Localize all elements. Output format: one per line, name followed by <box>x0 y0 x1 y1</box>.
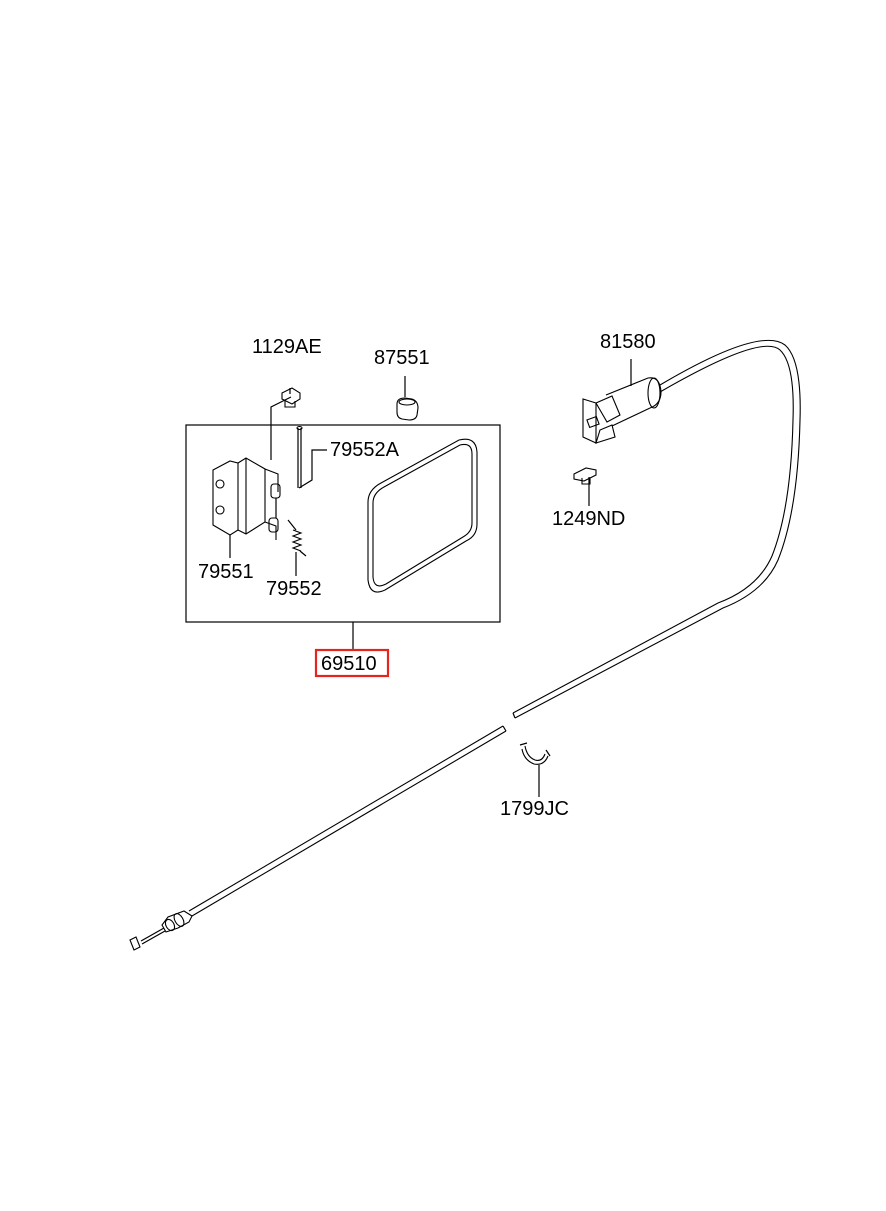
highlighted-part-69510[interactable]: 69510 <box>314 648 390 678</box>
label-1799JC[interactable]: 1799JC <box>500 798 569 820</box>
hinge-knuckle-top <box>270 483 281 499</box>
highlight-box <box>314 648 390 678</box>
cable-end-fitting <box>129 910 193 951</box>
clip-1799JC <box>519 742 551 765</box>
release-cable-lower <box>188 725 507 917</box>
hinge-hole-bottom <box>215 505 225 515</box>
release-cable-upper <box>512 339 801 719</box>
fuel-door-panel-inner <box>372 443 473 587</box>
hinge-spring <box>287 519 307 557</box>
label-87551[interactable]: 87551 <box>374 347 430 369</box>
hinge-bracket <box>212 457 266 536</box>
label-79552[interactable]: 79552 <box>266 578 322 600</box>
hinge-hole-top <box>215 479 225 489</box>
assembly-frame <box>185 424 501 623</box>
label-1249ND[interactable]: 1249ND <box>552 508 625 530</box>
leader-79552A <box>298 449 327 489</box>
label-81580[interactable]: 81580 <box>600 331 656 353</box>
fuel-filler-door-assembly <box>185 424 501 623</box>
release-handle-81580 <box>582 377 662 444</box>
fuel-door-panel <box>367 438 478 593</box>
label-79552A[interactable]: 79552A <box>330 439 400 461</box>
hinge-bracket-fold <box>237 458 247 534</box>
hinge-knuckle-bottom <box>268 517 279 533</box>
label-79551[interactable]: 79551 <box>198 561 254 583</box>
label-1129AE[interactable]: 1129AE <box>252 336 322 358</box>
label-69510[interactable]: 69510 <box>321 653 377 675</box>
bumper-87551 <box>396 397 419 421</box>
hinge-pin <box>296 425 303 488</box>
bolt-1129AE <box>281 387 301 408</box>
screw-1249ND <box>573 467 597 485</box>
